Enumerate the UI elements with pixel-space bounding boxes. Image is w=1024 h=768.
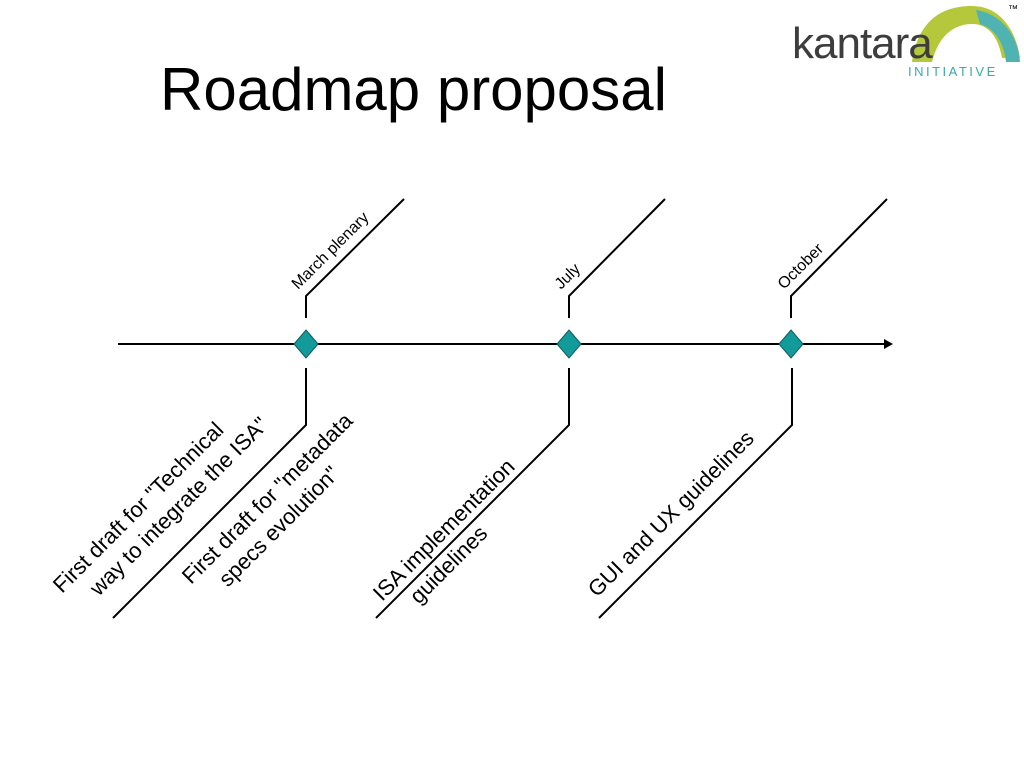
deliverable-connector-march [112,368,307,619]
timeline-arrowhead-icon [884,339,893,349]
slide-title: Roadmap proposal [160,56,667,123]
milestone-connector-july [568,198,666,318]
milestone-label-july: July [552,261,584,293]
logo-wordmark: kantara [792,19,933,68]
logo-arc-teal-icon [976,10,1020,62]
logo-tagline: INITIATIVE [908,64,998,79]
milestone-connector-march [305,198,405,318]
milestone-connector-october [790,198,888,318]
deliverable-technical: First draft for "Technical way to integr… [48,412,273,601]
milestone-diamond-july [556,329,582,359]
milestone-diamond-march [293,329,319,359]
deliverable-gui-ux-line1: GUI and UX guidelines [583,426,759,602]
milestone-label-march: March plenary [289,209,373,293]
milestone-diamond-october [778,329,804,359]
deliverable-gui-ux: GUI and UX guidelines [583,426,759,602]
deliverable-connector-october [598,368,793,619]
deliverable-connector-july [375,368,570,619]
kantara-logo: kantara INITIATIVE ™ [792,4,1020,79]
logo-trademark: ™ [1008,4,1018,15]
